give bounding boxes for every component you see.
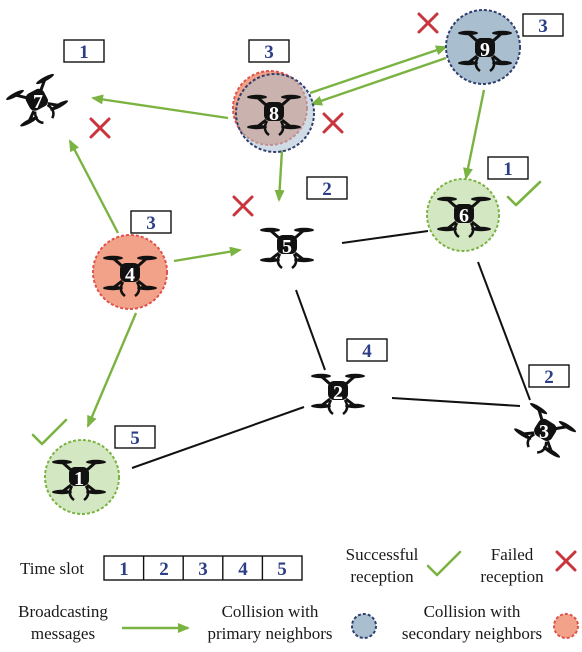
legend-successful-line2: reception (350, 567, 414, 586)
slot-node-2: 4 (362, 341, 372, 362)
arrow-8-7 (91, 94, 229, 120)
arrow-9-6 (463, 89, 486, 180)
node-9-label: 9 (480, 39, 490, 61)
link-5-2 (295, 289, 326, 371)
node-5-label: 5 (282, 236, 292, 258)
link-5-6 (341, 230, 429, 244)
node-6-label: 6 (459, 205, 469, 227)
arrow-4-7 (68, 139, 120, 234)
slot-boxes: 1 3 3 1 2 3 4 2 (63, 13, 570, 449)
legend-check-icon (426, 550, 462, 577)
slot-node-5: 2 (322, 179, 332, 200)
node-7-label: 7 (33, 91, 43, 113)
slot-box-node-4: 3 (130, 210, 172, 234)
broadcast-arrows (68, 45, 486, 428)
legend: Time slot 1 2 3 4 5 Successful reception… (18, 545, 579, 643)
node-2-label: 2 (333, 382, 343, 404)
legend-slot-4: 4 (238, 559, 248, 580)
legend-slot-2: 2 (159, 559, 169, 580)
slot-box-node-8: 3 (248, 39, 290, 63)
legend-primary-line1: Collision with (222, 602, 319, 621)
arrow-8-9 (309, 45, 448, 95)
slot-box-node-6: 1 (487, 156, 529, 180)
legend-slot-3: 3 (198, 559, 208, 580)
success-check-icon-6 (506, 180, 542, 207)
legend-failed-line2: reception (480, 567, 544, 586)
legend-secondary-line2: secondary neighbors (402, 624, 542, 643)
link-2-3 (391, 397, 521, 407)
slot-box-node-1: 5 (114, 425, 156, 449)
slot-node-3: 2 (544, 367, 554, 388)
success-marks (31, 180, 542, 446)
failed-marks (89, 12, 439, 217)
legend-x-icon (555, 550, 577, 572)
legend-time-slot-label: Time slot (20, 559, 84, 578)
legend-time-slot-bar: 1 2 3 4 5 (103, 555, 303, 581)
slot-node-7: 1 (79, 42, 89, 63)
link-lines (131, 230, 531, 469)
slot-box-node-5: 2 (306, 176, 348, 200)
arrow-8-5 (274, 149, 285, 202)
failed-x-icon-7 (89, 117, 111, 139)
slot-node-9: 3 (538, 16, 548, 37)
arrow-4-5 (173, 246, 242, 263)
failed-x-icon-5 (232, 195, 254, 217)
slot-node-4: 3 (146, 213, 156, 234)
legend-failed-line1: Failed (491, 545, 534, 564)
slot-box-node-9: 3 (522, 13, 564, 37)
slot-box-node-2: 4 (346, 338, 388, 362)
slot-node-1: 5 (130, 428, 140, 449)
node-1-label: 1 (74, 468, 84, 490)
arrow-4-1 (86, 312, 138, 428)
failed-x-icon-8 (322, 112, 344, 134)
legend-secondary-line1: Collision with (424, 602, 521, 621)
node-3-label: 3 (539, 421, 549, 443)
legend-primary-line2: primary neighbors (207, 624, 332, 643)
slot-node-6: 1 (503, 159, 513, 180)
node-4-label: 4 (125, 264, 135, 286)
legend-successful-line1: Successful (346, 545, 419, 564)
failed-x-icon-9 (417, 12, 439, 34)
legend-slot-1: 1 (119, 559, 129, 580)
legend-slot-5: 5 (277, 559, 287, 580)
link-6-3 (477, 261, 531, 401)
node-ids: 7 8 9 5 6 4 2 3 1 (33, 39, 549, 490)
slot-box-node-3: 2 (528, 364, 570, 388)
arrow-9-8 (310, 56, 447, 106)
success-check-icon-1 (31, 418, 68, 446)
link-1-2 (131, 406, 305, 469)
legend-broadcasting-line1: Broadcasting (18, 602, 108, 621)
node-8-label: 8 (269, 103, 279, 125)
slot-node-8: 3 (264, 42, 274, 63)
legend-primary-circle-icon (351, 613, 377, 639)
legend-secondary-circle-icon (553, 613, 579, 639)
slot-box-node-7: 1 (63, 39, 105, 63)
legend-broadcasting-line2: messages (31, 624, 95, 643)
